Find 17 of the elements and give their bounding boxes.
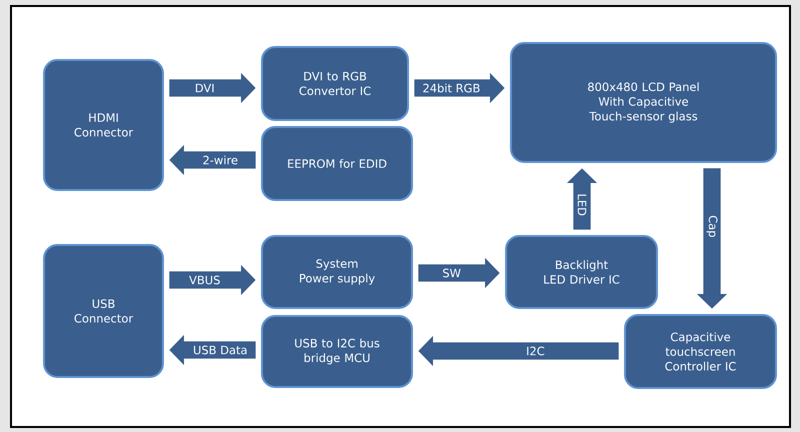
edge-label: SW	[441, 267, 462, 279]
edge-label: LED	[576, 192, 588, 218]
process-box: EEPROM for EDID	[261, 126, 413, 202]
connector-box: USB Connector	[43, 244, 164, 378]
process-box: DVI to RGB Convertor IC	[261, 46, 409, 122]
process-box: Backlight LED Driver IC	[505, 235, 658, 309]
process-box: Capacitive touchscreen Controller IC	[624, 314, 777, 390]
edge-label: USB Data	[192, 344, 249, 356]
process-box: System Power supply	[261, 235, 413, 309]
process-box: USB to I2C bus bridge MCU	[261, 315, 413, 388]
edge-label: VBUS	[188, 274, 222, 286]
edge-label: Cap	[705, 214, 719, 239]
edge-label: 24bit RGB	[421, 82, 482, 94]
edge-label: 2-wire	[201, 154, 240, 166]
connector-box: HDMI Connector	[43, 59, 164, 191]
panel-box: 800x480 LCD Panel With Capacitive Touch-sensor glass	[510, 42, 778, 163]
edge-label: I2C	[524, 345, 546, 357]
